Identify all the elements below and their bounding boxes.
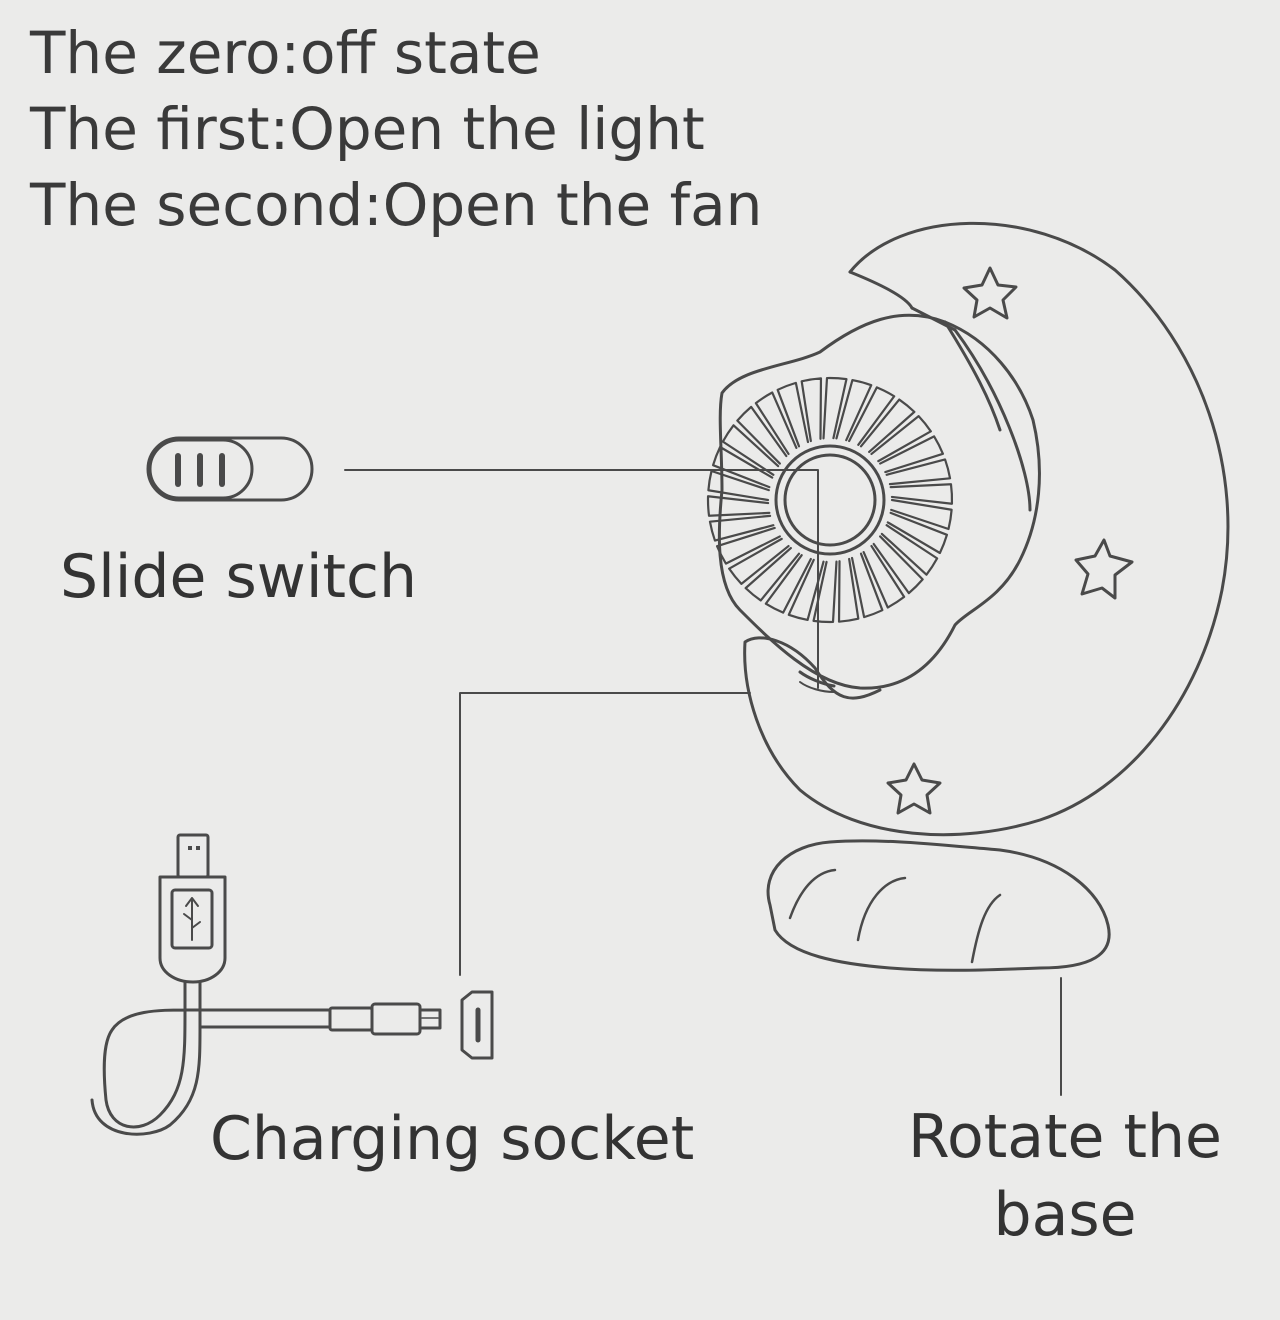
state-second-text: The second:Open the fan <box>30 171 763 239</box>
moon-body-outline <box>745 223 1228 834</box>
fan-hub-circle <box>785 455 875 545</box>
fan-blade <box>737 407 786 464</box>
charging-socket-label: Charging socket <box>210 1104 695 1174</box>
star-icon <box>888 764 940 813</box>
fan-blades-group <box>708 378 952 622</box>
charging-socket-leader-line <box>460 693 750 975</box>
fan-blade <box>746 548 799 600</box>
slide-switch-leader-line <box>345 470 818 688</box>
fan-hub-ring <box>776 446 884 554</box>
slide-switch-on-device <box>800 672 834 686</box>
slide-switch-label: Slide switch <box>60 542 418 612</box>
fan-blade <box>891 500 951 529</box>
fan-blade <box>717 528 780 564</box>
fan-blade <box>723 425 778 474</box>
fan-blade <box>708 496 769 515</box>
fan-blade <box>888 513 947 553</box>
usb-cable-icon <box>92 835 440 1134</box>
fan-blade <box>778 383 808 446</box>
fan-blade <box>839 559 858 622</box>
fan-blade <box>814 562 837 622</box>
fan-blade <box>708 471 768 500</box>
fan-blade <box>836 380 871 440</box>
fan-blade <box>891 484 952 503</box>
fan-blade <box>789 560 824 620</box>
fan-blade <box>766 555 811 612</box>
fan-blade <box>802 378 821 441</box>
fan-blade <box>849 387 894 444</box>
fan-blade <box>882 525 937 574</box>
fan-blade <box>871 416 930 461</box>
fan-blade <box>864 546 905 607</box>
fan-blade <box>887 459 950 484</box>
rotate-base-label-line2: base <box>993 1180 1137 1250</box>
state-zero-text: The zero:off state <box>30 19 541 87</box>
rotate-base-label-line1: Rotate the <box>908 1102 1222 1172</box>
slide-switch-icon <box>148 438 312 500</box>
rotate-base-label: Rotate the base <box>880 1098 1250 1254</box>
fan-blade <box>874 536 923 593</box>
fan-blade <box>713 447 772 487</box>
state-first-text: The first:Open the light <box>30 95 705 163</box>
star-icon <box>964 268 1016 318</box>
fan-blade <box>729 539 788 584</box>
fan-blade <box>824 378 847 438</box>
fan-blade <box>756 393 797 454</box>
fan-housing-outline <box>719 308 1039 688</box>
fan-blade <box>880 436 943 472</box>
fan-blade <box>861 400 914 452</box>
charging-socket-icon <box>462 992 492 1058</box>
fan-blade <box>852 554 882 617</box>
cloud-base-outline <box>768 841 1109 970</box>
star-icon <box>1076 540 1132 598</box>
slide-switch-on-device-lower <box>800 682 834 692</box>
fan-blade <box>710 516 773 541</box>
